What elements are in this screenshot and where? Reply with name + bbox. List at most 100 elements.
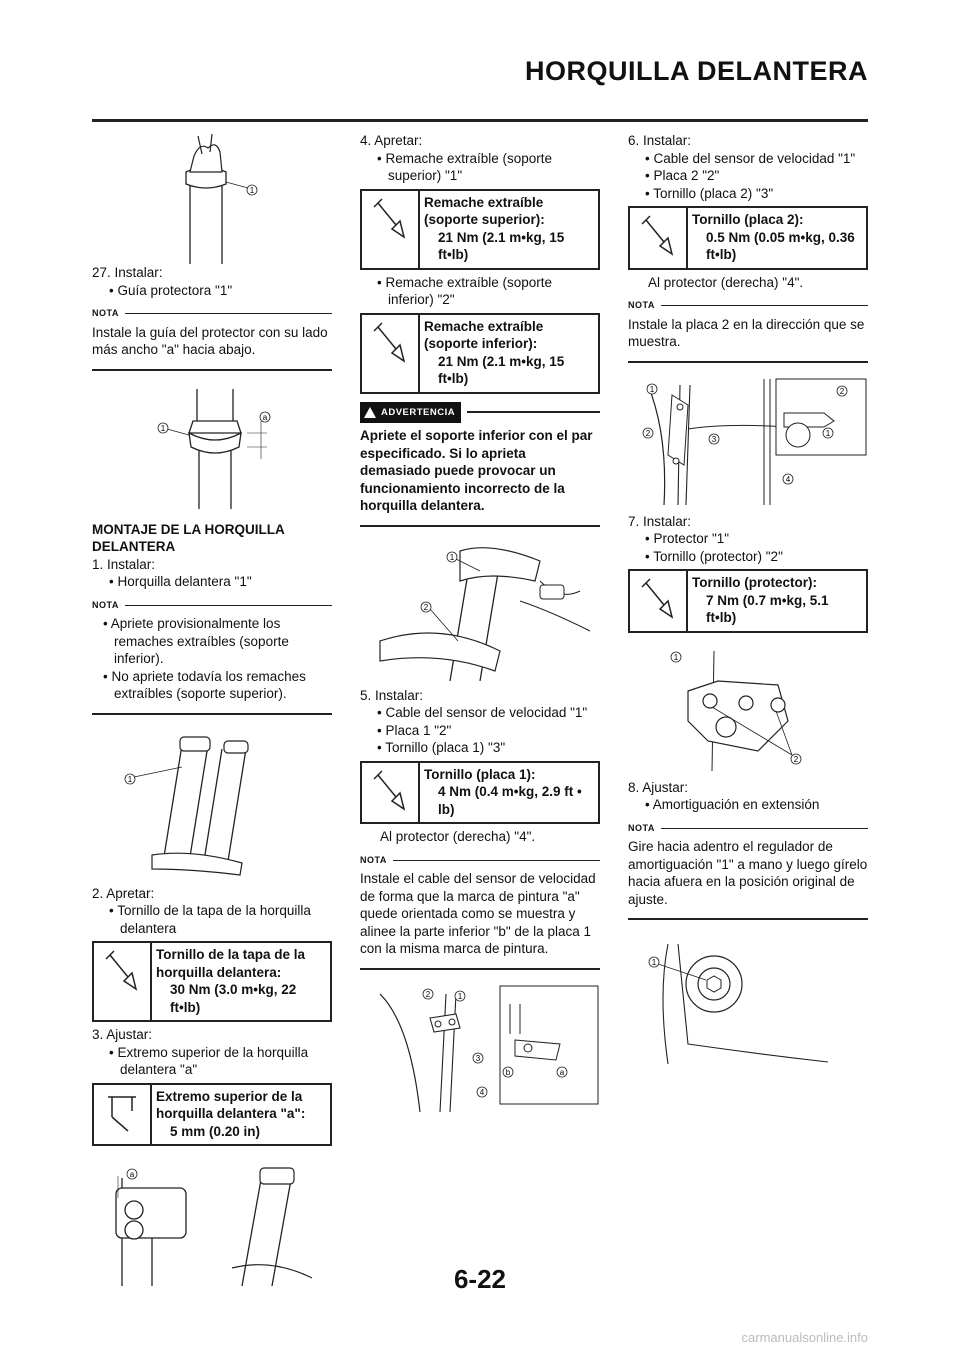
step-4: 4. Apretar: — [360, 133, 423, 148]
note-label: NOTA — [360, 854, 387, 865]
note-item: • No apriete todavía los remaches extraí… — [103, 668, 306, 702]
step-5-item: • Cable del sensor de velocidad "1" — [377, 705, 588, 720]
watermark: carmanualsonline.info — [741, 1330, 868, 1345]
figure-protector: 1 2 — [670, 650, 802, 771]
figure-fork-brackets: 1 2 — [379, 546, 591, 681]
figure-fork-top-end: a — [115, 1167, 313, 1286]
step-27-item: • Guía protectora "1" — [109, 282, 233, 298]
column-3: 6. Instalar: • Cable del sensor de veloc… — [628, 132, 868, 1064]
step-27: 27. Instalar: — [92, 265, 163, 280]
torque-spec: Tornillo de la tapa de la horquilla dela… — [92, 941, 332, 1022]
torque-spec: Remache extraíble (soporte superior):21 … — [360, 188, 600, 270]
step-1: 1. Instalar: — [92, 556, 156, 572]
step-7-item: • Protector "1" — [645, 531, 730, 546]
torque-spec: Tornillo (placa 1): 4 Nm (0.4 m•kg, 2.9 f… — [360, 760, 600, 824]
torque-wrench-icon — [373, 769, 406, 811]
step-7-item: • Tornillo (protector) "2" — [645, 548, 783, 564]
figure-label: 3 — [476, 1054, 481, 1063]
header-rule — [92, 119, 868, 122]
note-1: NOTA Instale la guía del protector con s… — [92, 305, 332, 371]
spec-title: Tornillo de la tapa de la horquilla dela… — [156, 947, 306, 980]
note-text: Gire hacia adentro el regulador de amort… — [628, 839, 868, 907]
caliper-icon — [108, 1095, 136, 1132]
warning-label: ADVERTENCIA — [381, 406, 456, 418]
note-text: Instale el cable del sensor de velocidad… — [360, 871, 596, 956]
step-7: 7. Instalar: — [628, 513, 692, 529]
figure-guide-wide-side: 1 a — [157, 388, 271, 509]
figure-label: 1 — [650, 385, 655, 394]
figure-fork-install: 1 — [124, 735, 249, 876]
step-3-item: • Extremo superior de la horquilla delan… — [109, 1044, 309, 1078]
spec-value: 30 Nm (3.0 m•kg, 22 ft•lb) — [170, 982, 297, 1015]
figure-label: 1 — [250, 186, 255, 195]
step-6-item: • Placa 2 "2" — [645, 168, 720, 183]
note-text: Instale la placa 2 en la dirección que s… — [628, 316, 865, 350]
spec-title: Remache extraíble (soporte superior): — [424, 194, 545, 228]
step-5-item: • Placa 1 "2" — [377, 722, 452, 738]
figure-label: 4 — [786, 475, 791, 484]
note-text: Instale la guía del protector con su lad… — [92, 324, 328, 358]
torque-wrench-icon — [105, 950, 138, 991]
spec-value: 5 mm (0.20 in) — [170, 1123, 261, 1139]
step-6-item: • Tornillo (placa 2) "3" — [645, 185, 774, 201]
figure-label: 1 — [826, 429, 831, 438]
note-2: NOTA Gire hacia adentro el regulador de … — [628, 820, 868, 920]
note-2: NOTA • Apriete provisionalmente los rema… — [92, 597, 332, 715]
note-label: NOTA — [92, 308, 119, 318]
figure-label: b — [506, 1068, 511, 1077]
figure-label: a — [263, 413, 268, 422]
figure-label: 2 — [646, 429, 651, 438]
spec-value: 7 Nm (0.7 m•kg, 5.1 ft•lb) — [706, 592, 829, 626]
step-5: 5. Instalar: — [360, 687, 424, 703]
figure-label: 2 — [840, 387, 845, 396]
step-8: 8. Ajustar: — [628, 779, 689, 795]
note: NOTA Instale el cable del sensor de velo… — [360, 852, 600, 970]
figure-label: 1 — [652, 958, 657, 967]
figure-label: a — [130, 1170, 135, 1179]
page-number: 6-22 — [453, 1264, 507, 1294]
column-1: 1 27. Instalar: • Guía protectora "1" NO… — [92, 132, 332, 1286]
step-4-item: • Remache extraíble (soporte inferior) "… — [377, 274, 553, 308]
torque-spec: Tornillo (placa 2): 0.5 Nm (0.05 m•kg, 0.… — [628, 206, 868, 270]
spec-title: Remache extraíble (soporte inferior): — [424, 318, 544, 352]
note-item: • Apriete provisionalmente los remaches … — [103, 616, 289, 666]
figure-label: 4 — [480, 1088, 485, 1097]
step-4-item: • Remache extraíble (soporte superior) "… — [377, 150, 553, 184]
figure-label: 2 — [794, 755, 799, 764]
spec-value: 21 Nm (2.1 m•kg, 15 ft•lb) — [438, 353, 565, 387]
torque-wrench-icon — [373, 197, 406, 239]
spec-value: 21 Nm (2.1 m•kg, 15 ft•lb) — [438, 229, 565, 263]
torque-wrench-icon — [641, 578, 674, 619]
figure-speed-sensor-plate: 2 1 3 4 b a — [379, 985, 599, 1112]
warning-text: Apriete el soporte inferior con el par e… — [360, 428, 593, 513]
torque-wrench-icon — [641, 215, 674, 256]
spec-title: Tornillo (placa 1): — [424, 766, 536, 782]
figure-label: 1 — [674, 653, 679, 662]
note-label: NOTA — [92, 599, 119, 610]
spec-value: 4 Nm (0.4 m•kg, 2.9 ft • lb) — [438, 784, 582, 817]
warning-icon — [364, 406, 376, 418]
spec-title: Tornillo (placa 2): — [692, 212, 804, 227]
spec-value: 0.5 Nm (0.05 m•kg, 0.36 ft•lb) — [706, 229, 855, 263]
step-6: 6. Instalar: — [628, 133, 692, 148]
page-title: HORQUILLA DELANTERA — [525, 56, 868, 86]
step-8-item: • Amortiguación en extensión — [645, 797, 820, 812]
column-2: 4. Apretar: • Remache extraíble (soporte… — [360, 132, 600, 1112]
step-6-item: • Cable del sensor de velocidad "1" — [645, 150, 856, 166]
step-5-item: • Tornillo (placa 1) "3" — [377, 740, 506, 755]
figure-label: 2 — [426, 990, 431, 999]
step-1-item: • Horquilla delantera "1" — [109, 574, 252, 589]
note-1: NOTA Instale la placa 2 en la dirección … — [628, 297, 868, 363]
figure-rebound-adjuster: 1 — [648, 943, 829, 1064]
note-label: NOTA — [628, 822, 655, 833]
step-5-after: Al protector (derecha) "4". — [380, 829, 536, 844]
warning-header: ADVERTENCIA — [360, 401, 600, 423]
torque-spec: Tornillo (protector):7 Nm (0.7 m•kg, 5.1… — [628, 569, 868, 633]
figure-fork-guide: 1 — [185, 133, 258, 264]
figure-label: 1 — [458, 992, 463, 1001]
torque-wrench-icon — [373, 321, 406, 363]
torque-spec: Remache extraíble (soporte inferior):21 … — [360, 312, 600, 394]
figure-label: 1 — [161, 424, 166, 433]
figure-label: 3 — [712, 435, 717, 444]
figure-plate-2: 1 2 3 4 2 1 — [642, 378, 867, 505]
